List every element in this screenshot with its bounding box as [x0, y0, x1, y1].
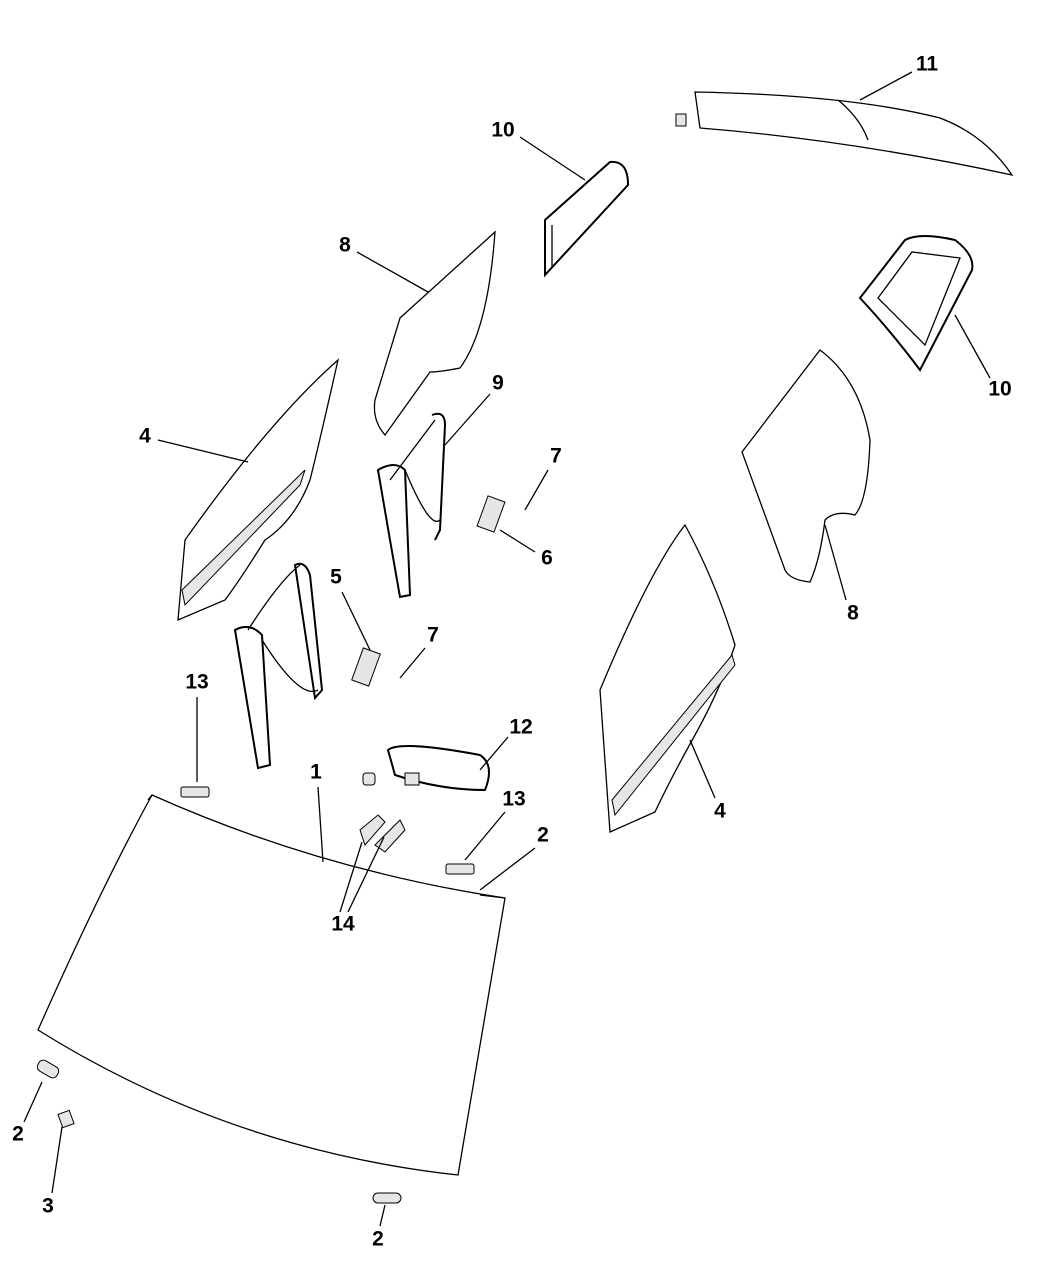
part-window-regulator-front: [233, 562, 324, 770]
callout-10: 10: [491, 119, 514, 142]
callout-5: 5: [330, 566, 342, 589]
callout-8: 8: [339, 234, 351, 257]
callout-6: 6: [541, 547, 553, 570]
part-14-brackets: [359, 814, 406, 853]
callout-10: 10: [988, 378, 1011, 401]
leader-lines: [23, 71, 991, 1227]
callout-13: 13: [502, 788, 525, 811]
callout-1: 1: [310, 761, 322, 784]
part-rear-door-glass-right: [741, 349, 871, 583]
callout-11: 11: [916, 53, 939, 76]
part-quarter-glass-upper: [544, 160, 630, 278]
part-window-regulator-rear: [376, 412, 447, 599]
part-windshield: [37, 794, 506, 1176]
callout-3: 3: [42, 1195, 54, 1218]
callout-7: 7: [550, 445, 562, 468]
part-13-pads: [180, 786, 475, 875]
part-window-motor-6: [476, 495, 506, 533]
part-rear-window-glass: [675, 91, 1014, 176]
part-window-motor-5: [351, 647, 381, 687]
callout-2: 2: [372, 1228, 384, 1251]
part-front-door-glass-right: [599, 523, 736, 833]
callout-8: 8: [847, 602, 859, 625]
callout-9: 9: [492, 372, 504, 395]
callout-2: 2: [12, 1123, 24, 1146]
callout-2: 2: [537, 824, 549, 847]
part-rear-door-glass-left: [373, 230, 496, 437]
callout-4: 4: [139, 425, 151, 448]
callout-14: 14: [331, 913, 355, 936]
part-front-door-glass-left: [177, 358, 340, 622]
part-quarter-glass-right: [858, 235, 974, 372]
callout-7: 7: [427, 624, 439, 647]
callout-12: 12: [509, 716, 532, 739]
callout-13: 13: [185, 671, 208, 694]
part-rear-view-mirror: [362, 745, 490, 792]
part-2-3-clips: [36, 1059, 402, 1204]
callout-4: 4: [714, 800, 726, 823]
